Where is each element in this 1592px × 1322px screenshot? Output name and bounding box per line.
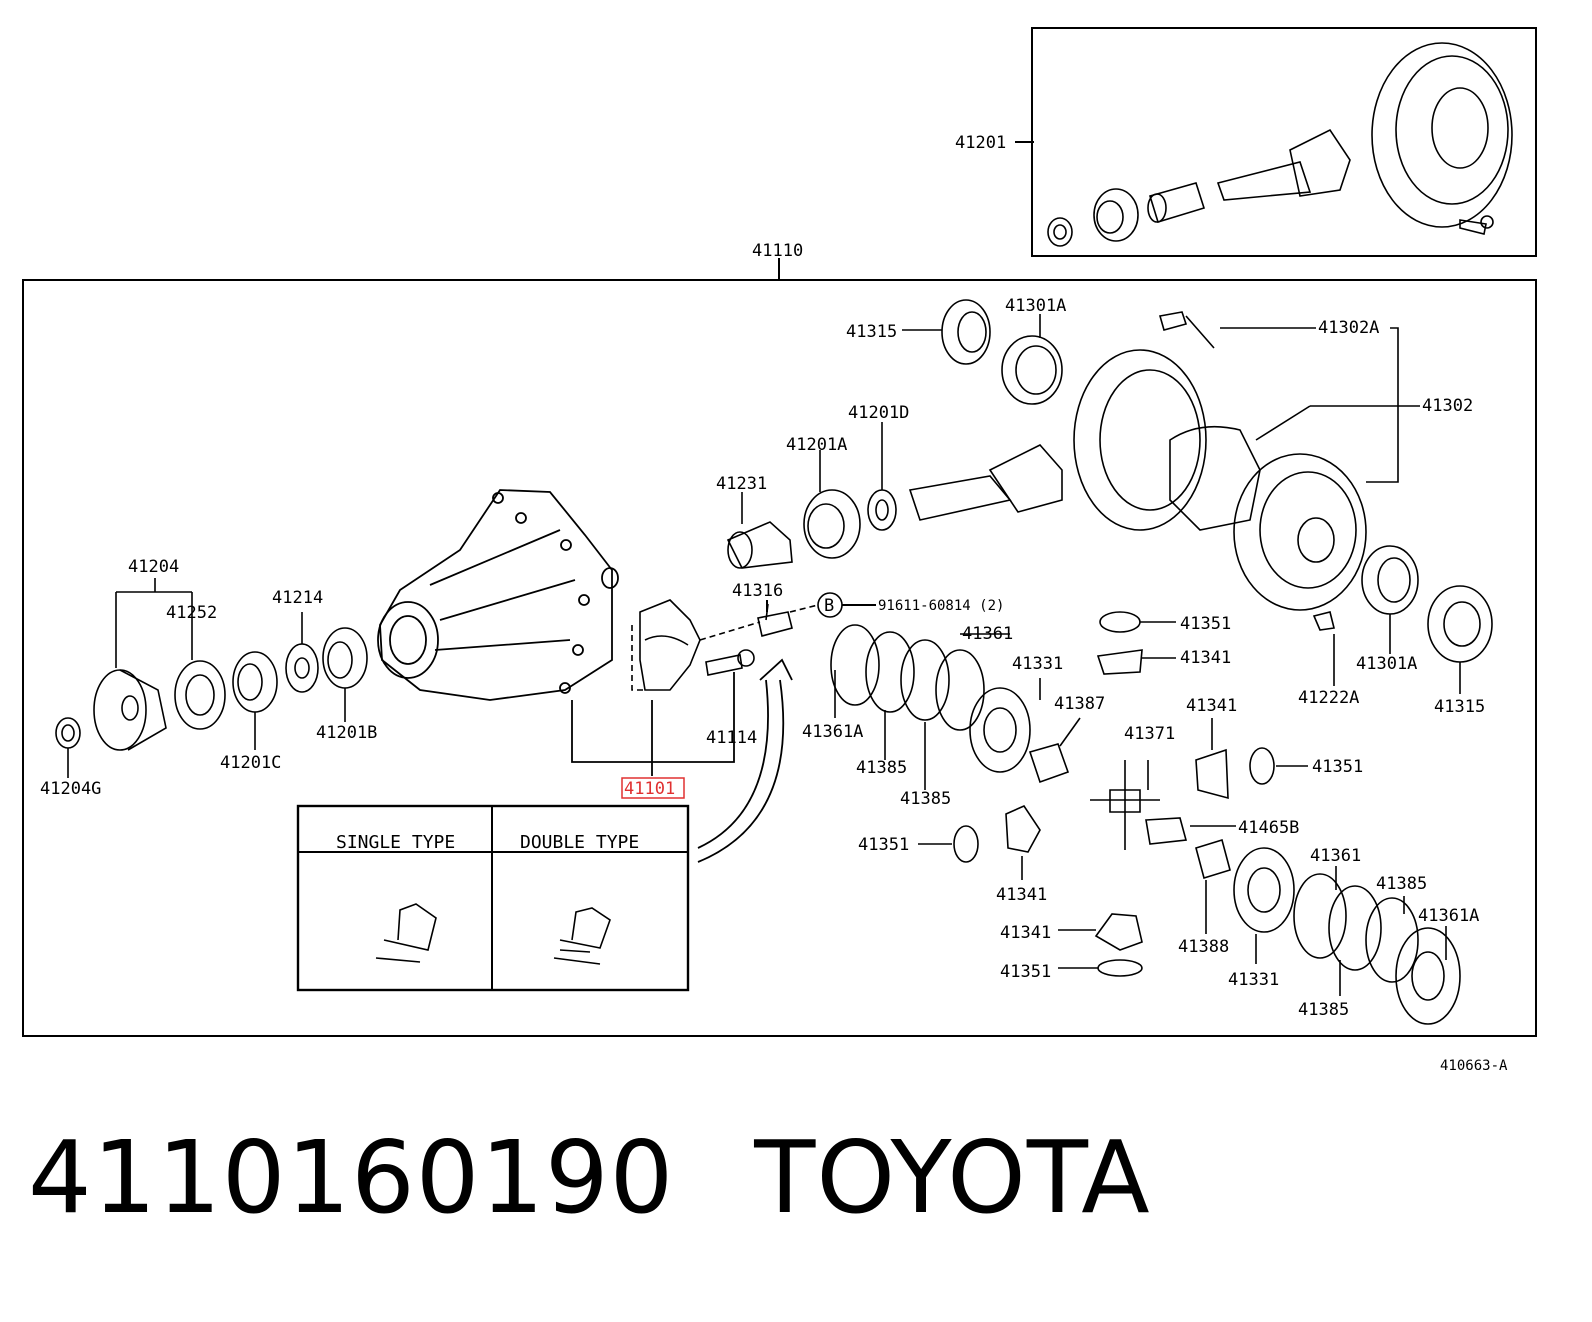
table-header-double-type: DOUBLE TYPE	[520, 832, 639, 853]
callout-41341: 41341	[996, 885, 1047, 905]
part-number: 4110160190	[28, 1119, 675, 1236]
callout-41214: 41214	[272, 588, 323, 608]
callout-labels: 41201 41110 41315 41301A 41302A 41302 41…	[40, 133, 1508, 1074]
callout-41341: 41341	[1000, 923, 1051, 943]
callout-41110: 41110	[752, 241, 803, 261]
callout-41201d: 41201D	[848, 403, 909, 423]
callout-41361: 41361	[962, 624, 1013, 644]
callout-41114: 41114	[706, 728, 757, 748]
callout-41385: 41385	[856, 758, 907, 778]
callout-41231: 41231	[716, 474, 767, 494]
brand-name: TOYOTA	[754, 1119, 1151, 1236]
callout-41201b: 41201B	[316, 723, 377, 743]
callout-41204: 41204	[128, 557, 179, 577]
table-header-single-type: SINGLE TYPE	[336, 832, 455, 853]
callout-41316: 41316	[732, 581, 783, 601]
main-assembly-frame	[22, 279, 1537, 1037]
callout-41361: 41361	[1310, 846, 1361, 866]
callout-41341: 41341	[1186, 696, 1237, 716]
callout-41301a: 41301A	[1005, 296, 1066, 316]
curved-arrow	[697, 679, 785, 863]
callout-41351: 41351	[1000, 962, 1051, 982]
left-flange-parts	[55, 578, 368, 778]
callout-41302a: 41302A	[1318, 318, 1379, 338]
callout-41301a: 41301A	[1356, 654, 1417, 674]
callout-41465b: 41465B	[1238, 818, 1299, 838]
callout-41341: 41341	[1180, 648, 1231, 668]
callout-41222a: 41222A	[1298, 688, 1359, 708]
callout-41315: 41315	[846, 322, 897, 342]
callout-41201c: 41201C	[220, 753, 281, 773]
highlight-box-41101	[621, 777, 685, 799]
callout-41351: 41351	[1180, 614, 1231, 634]
callout-41351: 41351	[1312, 757, 1363, 777]
spider-gear-parts	[918, 611, 1308, 977]
callout-41351: 41351	[858, 835, 909, 855]
callout-41361a: 41361A	[1418, 906, 1479, 926]
inset-ring-pinion-parts	[1047, 42, 1513, 247]
callout-41315: 41315	[1434, 697, 1485, 717]
callout-41385: 41385	[900, 789, 951, 809]
callout-41252: 41252	[166, 603, 217, 623]
clip-41316	[757, 603, 793, 637]
ring-gear-case	[1073, 311, 1493, 694]
callout-41331: 41331	[1012, 654, 1063, 674]
callout-41201: 41201	[955, 133, 1006, 153]
callout-41388: 41388	[1178, 937, 1229, 957]
callout-41387: 41387	[1054, 694, 1105, 714]
callout-41361a: 41361A	[802, 722, 863, 742]
carrier-housing	[377, 489, 735, 776]
callout-41302: 41302	[1422, 396, 1473, 416]
callout-91611: 91611-60814 (2)	[878, 598, 1004, 614]
callout-41371: 41371	[1124, 724, 1175, 744]
type-table	[296, 804, 690, 992]
clutch-pack-left	[830, 624, 1081, 790]
callout-41101: 41101	[624, 779, 675, 799]
bearing-cap-41101	[631, 599, 819, 691]
drawing-reference: 410663-A	[1440, 1058, 1508, 1074]
callout-41201a: 41201A	[786, 435, 847, 455]
callout-41385: 41385	[1298, 1000, 1349, 1020]
pinion-parts	[726, 299, 1063, 569]
clutch-pack-right	[1233, 847, 1461, 1025]
callout-41331: 41331	[1228, 970, 1279, 990]
callout-41385: 41385	[1376, 874, 1427, 894]
callout-41204g: 41204G	[40, 779, 101, 799]
callout-b: B	[824, 596, 834, 616]
